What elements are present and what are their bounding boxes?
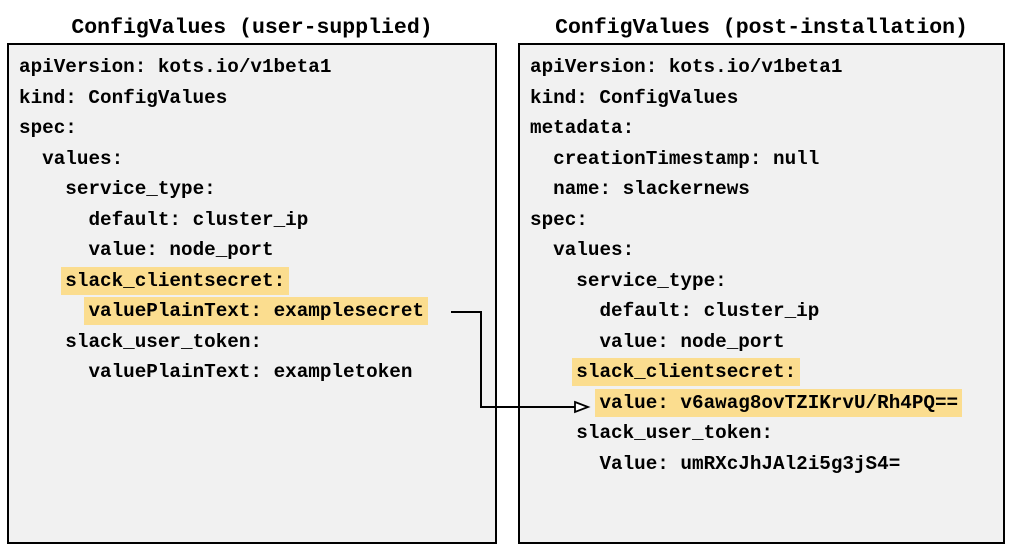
highlighted-code-text: slack_clientsecret: bbox=[572, 358, 801, 386]
code-line: kind: ConfigValues bbox=[526, 83, 997, 114]
code-text: slack_user_token: bbox=[65, 330, 262, 353]
code-line: spec: bbox=[15, 113, 489, 144]
code-line: value: node_port bbox=[526, 327, 997, 358]
code-indent bbox=[15, 239, 84, 261]
code-line: service_type: bbox=[15, 174, 489, 205]
code-indent bbox=[15, 300, 84, 322]
code-line: slack_clientsecret: bbox=[526, 357, 997, 388]
code-text: kind: ConfigValues bbox=[530, 86, 739, 109]
highlighted-code-text: valuePlainText: examplesecret bbox=[84, 297, 428, 325]
user-supplied-panel-title: ConfigValues (user-supplied) bbox=[71, 16, 433, 40]
code-line: valuePlainText: examplesecret bbox=[15, 296, 489, 327]
user-supplied-config-panel: ConfigValues (user-supplied) apiVersion:… bbox=[7, 0, 497, 544]
highlighted-code-text: value: v6awag8ovTZIKrvU/Rh4PQ== bbox=[595, 388, 963, 417]
code-indent bbox=[15, 209, 84, 231]
code-line: slack_user_token: bbox=[15, 327, 489, 358]
code-text: value: node_port bbox=[88, 239, 274, 261]
code-indent bbox=[15, 270, 61, 292]
code-line: creationTimestamp: null bbox=[526, 144, 997, 175]
code-indent bbox=[526, 361, 572, 383]
code-line: spec: bbox=[526, 205, 997, 236]
code-line: valuePlainText: exampletoken bbox=[15, 357, 489, 388]
code-line: value: v6awag8ovTZIKrvU/Rh4PQ== bbox=[526, 388, 997, 419]
code-indent bbox=[526, 453, 595, 475]
code-indent bbox=[15, 148, 38, 170]
code-text: slack_user_token: bbox=[576, 422, 773, 444]
code-text: value: node_port bbox=[599, 330, 785, 353]
code-indent bbox=[526, 270, 572, 292]
code-line: apiVersion: kots.io/v1beta1 bbox=[526, 52, 997, 83]
code-indent bbox=[526, 422, 572, 444]
code-indent bbox=[526, 239, 549, 261]
code-indent bbox=[15, 178, 61, 200]
code-line: default: cluster_ip bbox=[15, 205, 489, 236]
code-text: service_type: bbox=[65, 178, 216, 200]
code-text: kind: ConfigValues bbox=[19, 86, 228, 109]
code-line: slack_user_token: bbox=[526, 418, 997, 449]
code-text: metadata: bbox=[530, 117, 635, 139]
code-line: default: cluster_ip bbox=[526, 296, 997, 327]
code-text: Value: umRXcJhJAl2i5g3jS4= bbox=[599, 452, 901, 475]
code-text: values: bbox=[553, 239, 635, 261]
code-text: valuePlainText: exampletoken bbox=[88, 361, 413, 383]
code-text: default: cluster_ip bbox=[599, 300, 820, 322]
code-line: values: bbox=[15, 144, 489, 175]
code-indent bbox=[526, 331, 595, 353]
code-text: service_type: bbox=[576, 269, 727, 292]
code-line: values: bbox=[526, 235, 997, 266]
code-line: metadata: bbox=[526, 113, 997, 144]
code-indent bbox=[526, 392, 595, 414]
code-indent bbox=[15, 361, 84, 383]
code-line: apiVersion: kots.io/v1beta1 bbox=[15, 52, 489, 83]
highlighted-code-text: slack_clientsecret: bbox=[61, 266, 290, 295]
code-text: name: slackernews bbox=[553, 178, 750, 200]
post-installation-code-box: apiVersion: kots.io/v1beta1 kind: ConfigV… bbox=[518, 43, 1005, 544]
code-line: service_type: bbox=[526, 266, 997, 297]
user-supplied-code-box: apiVersion: kots.io/v1beta1 kind: ConfigV… bbox=[7, 43, 497, 544]
code-text: apiVersion: kots.io/v1beta1 bbox=[19, 56, 332, 78]
code-text: default: cluster_ip bbox=[88, 208, 309, 231]
code-line: Value: umRXcJhJAl2i5g3jS4= bbox=[526, 449, 997, 480]
code-text: spec: bbox=[530, 208, 588, 231]
code-line: name: slackernews bbox=[526, 174, 997, 205]
code-text: values: bbox=[42, 147, 124, 170]
code-text: spec: bbox=[19, 117, 77, 139]
post-installation-config-panel: ConfigValues (post-installation) apiVers… bbox=[518, 0, 1005, 544]
code-line: value: node_port bbox=[15, 235, 489, 266]
code-text: creationTimestamp: null bbox=[553, 147, 820, 170]
code-indent bbox=[526, 178, 549, 200]
post-installation-panel-title: ConfigValues (post-installation) bbox=[555, 16, 968, 40]
code-indent bbox=[15, 331, 61, 353]
code-line: slack_clientsecret: bbox=[15, 266, 489, 297]
code-indent bbox=[526, 300, 595, 322]
code-line: kind: ConfigValues bbox=[15, 83, 489, 114]
code-text: apiVersion: kots.io/v1beta1 bbox=[530, 56, 843, 78]
code-indent bbox=[526, 148, 549, 170]
